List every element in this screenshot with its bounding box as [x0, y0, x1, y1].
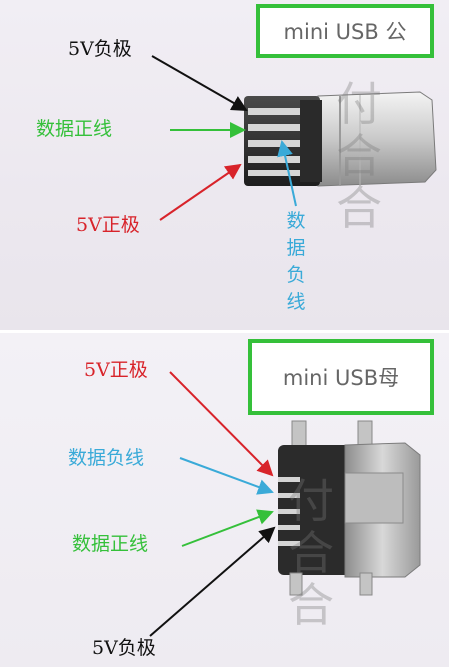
female-title-box: mini USB母	[248, 339, 434, 415]
watermark: 付合合	[336, 77, 382, 235]
arrow-male-5v-positive	[159, 163, 242, 221]
male-title: mini USB 公	[283, 20, 407, 44]
female-title: mini USB母	[282, 366, 400, 390]
female-connector-photo	[278, 420, 421, 596]
arrow-female-5v-negative	[149, 526, 276, 637]
male-title-box: mini USB 公	[256, 4, 434, 58]
female-label-data-positive: 数据正线	[72, 533, 149, 555]
panel-divider	[0, 330, 449, 333]
arrow-female-data-negative	[179, 457, 274, 495]
arrow-female-5v-positive	[169, 371, 274, 477]
male-label-5v-positive: 5V正极	[76, 214, 140, 236]
female-label-5v-positive: 5V正极	[84, 359, 148, 381]
watermark: 付合合	[288, 474, 334, 632]
arrow-male-data-negative	[277, 140, 297, 207]
male-label-data-negative: 数据负线	[286, 210, 306, 313]
female-label-data-negative: 数据负线	[68, 447, 145, 469]
arrow-male-5v-negative	[151, 55, 248, 111]
arrow-female-data-positive	[181, 509, 274, 547]
male-connector-panel: mini USB 公 付合合 5V负极 数据正线 5V正极 数据负线	[0, 0, 449, 330]
female-connector-panel: mini USB母 付合合 5V正极 数据负线 数据正线 5V负极	[0, 333, 449, 667]
male-connector-photo	[244, 91, 437, 187]
male-label-5v-negative: 5V负极	[68, 38, 132, 60]
female-label-5v-negative: 5V负极	[92, 637, 156, 659]
male-label-data-positive: 数据正线	[36, 118, 113, 140]
